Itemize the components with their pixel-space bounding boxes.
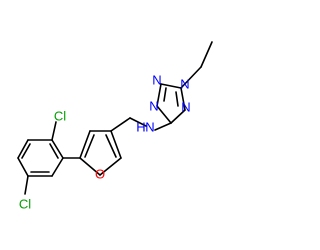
bond <box>21 143 31 159</box>
bond <box>200 41 213 68</box>
bond <box>163 87 167 102</box>
dichlorophenyl-ring <box>17 121 81 195</box>
bond <box>129 117 147 127</box>
tetrazole-n-top-right: N <box>180 76 189 91</box>
bond <box>49 143 59 159</box>
tetrazole-n-bottom-left: N <box>149 98 158 113</box>
bond <box>51 139 64 159</box>
bond <box>175 91 179 107</box>
ethyl-group <box>180 41 213 89</box>
bond <box>79 130 91 159</box>
bond <box>156 105 172 124</box>
bond <box>84 134 95 158</box>
tetrazole-ring <box>156 83 186 124</box>
bond <box>51 121 57 141</box>
chlorine-bottom: Cl <box>19 196 31 211</box>
furan-ring <box>79 117 131 176</box>
tetrazole-n-bottom-right: N <box>181 99 190 114</box>
linker <box>129 117 172 131</box>
bond <box>17 157 29 177</box>
bond <box>105 134 117 158</box>
bond <box>170 109 186 124</box>
furan-o: O <box>95 166 105 181</box>
bond <box>79 157 101 176</box>
molecule-diagram: N N N N N H O Cl Cl <box>17 41 213 212</box>
bond <box>180 66 202 89</box>
bond <box>110 130 122 159</box>
chlorine-top: Cl <box>54 108 66 123</box>
bond <box>156 83 162 107</box>
amine-h: H <box>136 119 145 134</box>
bond <box>51 157 64 177</box>
bond <box>24 175 29 195</box>
tetrazole-n-top-left: N <box>152 72 161 87</box>
amine-n: N <box>145 119 154 134</box>
bond <box>17 139 29 159</box>
molecule-structure: N N N N N H O Cl Cl <box>17 41 213 211</box>
bond <box>160 83 182 89</box>
bond <box>99 157 122 176</box>
bond <box>154 122 172 131</box>
bond <box>110 117 131 132</box>
bond <box>180 87 186 111</box>
